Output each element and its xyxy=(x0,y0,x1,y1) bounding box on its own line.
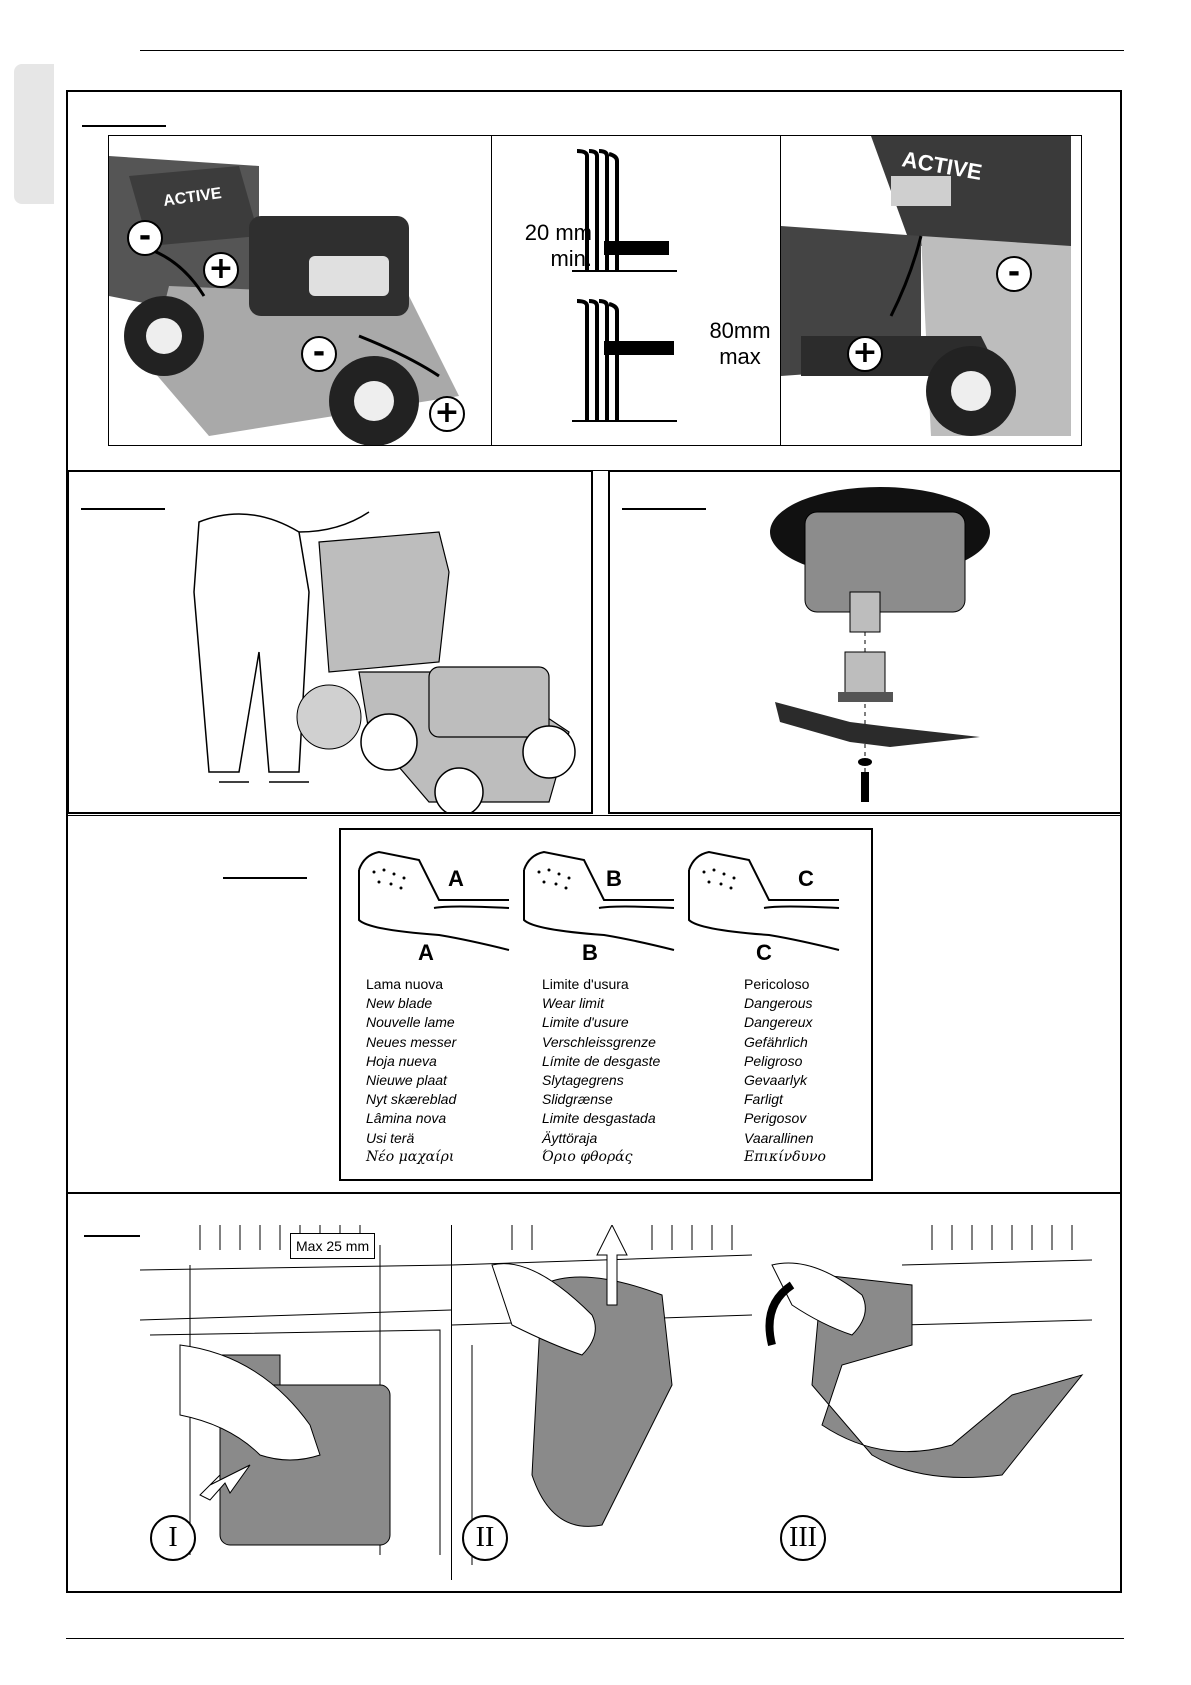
figure-4-label-line xyxy=(223,877,307,879)
wear-text: Όριο φθοράς xyxy=(542,1148,633,1165)
deflector-step-1-illustration xyxy=(140,1225,451,1555)
deflector-step-3-illustration xyxy=(765,1225,1092,1478)
wear-column-limit: Limite d'usura Wear limit Limite d'usure… xyxy=(542,975,660,1167)
wear-text: Lama nuova xyxy=(366,976,444,992)
wear-text: Gevaarlyk xyxy=(744,1072,808,1089)
wear-text: New blade xyxy=(366,995,433,1012)
wear-text: Slytagegrens xyxy=(542,1072,624,1089)
footer-rule xyxy=(66,1638,1124,1639)
row-divider-3 xyxy=(66,1192,1122,1194)
operator-with-mower-illustration xyxy=(69,472,591,812)
deflector-step-3: III xyxy=(752,1225,1092,1580)
wear-column-dangerous: Pericoloso Dangerous Dangereux Gefährlic… xyxy=(744,975,826,1167)
wear-text: Limite d'usure xyxy=(542,1014,629,1031)
plus-sign-1: + xyxy=(203,252,239,288)
wear-text: Äyttöraja xyxy=(542,1129,598,1146)
wear-text: Perigosov xyxy=(744,1110,807,1127)
wear-letter-b-top: B xyxy=(606,866,622,891)
wear-text: Dangereux xyxy=(744,1014,813,1031)
wear-text: Limite d'usura xyxy=(542,976,629,992)
wear-text: Límite de desgaste xyxy=(542,1052,661,1069)
wear-text: Nieuwe plaat xyxy=(366,1072,447,1089)
mower-height-adjust-photo-front: ACTIVE - + - + xyxy=(109,136,491,445)
minus-sign-2: - xyxy=(301,336,337,372)
wear-text: Farligt xyxy=(744,1091,783,1108)
wear-text: Επικίνδυνο xyxy=(744,1148,826,1165)
wear-text: Hoja nueva xyxy=(366,1052,437,1069)
row-divider-1 xyxy=(66,470,1122,471)
deflector-step-2: II xyxy=(452,1225,752,1580)
cutting-height-diagram: 20 mm min. 80mm max xyxy=(491,136,781,445)
header-rule xyxy=(140,50,1124,51)
step-marker-3: III xyxy=(780,1515,826,1561)
wear-text: Limite desgastada xyxy=(542,1110,656,1127)
mower-height-adjust-photo-rear: ACTIVE - + xyxy=(781,136,1081,445)
plus-sign-3: + xyxy=(847,336,883,372)
wear-text: Usi terä xyxy=(366,1129,415,1146)
plus-sign-2: + xyxy=(429,396,465,432)
max-distance-label: Max 25 mm xyxy=(290,1233,376,1259)
figure-3-label-line xyxy=(622,508,706,510)
step-marker-1: I xyxy=(150,1515,196,1561)
wear-letter-c: C xyxy=(756,940,772,965)
min-height-label: 20 mm min. xyxy=(524,220,592,271)
row-divider-2 xyxy=(66,815,1122,816)
wear-letter-b: B xyxy=(582,940,598,965)
figure-5-label-line xyxy=(84,1235,168,1237)
wear-text: Slidgrænse xyxy=(542,1091,613,1108)
max-height-label: 80mm max xyxy=(709,318,771,369)
figure-2-panel xyxy=(67,470,593,814)
wear-text: Nyt skæreblad xyxy=(366,1091,457,1108)
wear-text: Vaarallinen xyxy=(744,1129,814,1146)
wear-text: Gefährlich xyxy=(744,1033,808,1050)
figure-2-label-line xyxy=(81,508,165,510)
wear-letter-c-top: C xyxy=(798,866,814,891)
step-marker-2: II xyxy=(462,1515,508,1561)
wear-text: Νέο μαχαίρι xyxy=(366,1148,455,1165)
deflector-step-2-illustration xyxy=(452,1225,752,1565)
minus-sign-3: - xyxy=(996,256,1032,292)
wear-text: Neues messer xyxy=(366,1033,457,1050)
wear-text: Nouvelle lame xyxy=(366,1014,455,1031)
section-tab xyxy=(14,64,54,204)
wear-text: Verschleissgrenze xyxy=(542,1033,656,1050)
deflector-step-1: Max 25 mm I xyxy=(140,1225,452,1580)
wear-text: Peligroso xyxy=(744,1052,803,1069)
wear-text: Lâmina nova xyxy=(366,1110,447,1127)
mower-front-illustration: ACTIVE xyxy=(109,136,491,445)
mower-rear-illustration: ACTIVE xyxy=(781,136,1081,445)
figure-1-label-line xyxy=(82,125,166,127)
wear-text: Wear limit xyxy=(542,995,604,1012)
grass-height-illustration xyxy=(572,149,677,422)
blade-wear-panel xyxy=(339,828,873,1181)
figure-3-panel xyxy=(608,470,1122,814)
wear-text: Pericoloso xyxy=(744,976,810,992)
minus-sign-1: - xyxy=(127,220,163,256)
blade-wear-profiles xyxy=(358,850,840,951)
wear-letter-a-top: A xyxy=(448,866,464,891)
wear-text: Dangerous xyxy=(744,995,813,1012)
blade-assembly-exploded-illustration xyxy=(610,472,1120,812)
wear-column-new: Lama nuova New blade Nouvelle lame Neues… xyxy=(366,975,456,1167)
wear-letter-a: A xyxy=(418,940,434,965)
